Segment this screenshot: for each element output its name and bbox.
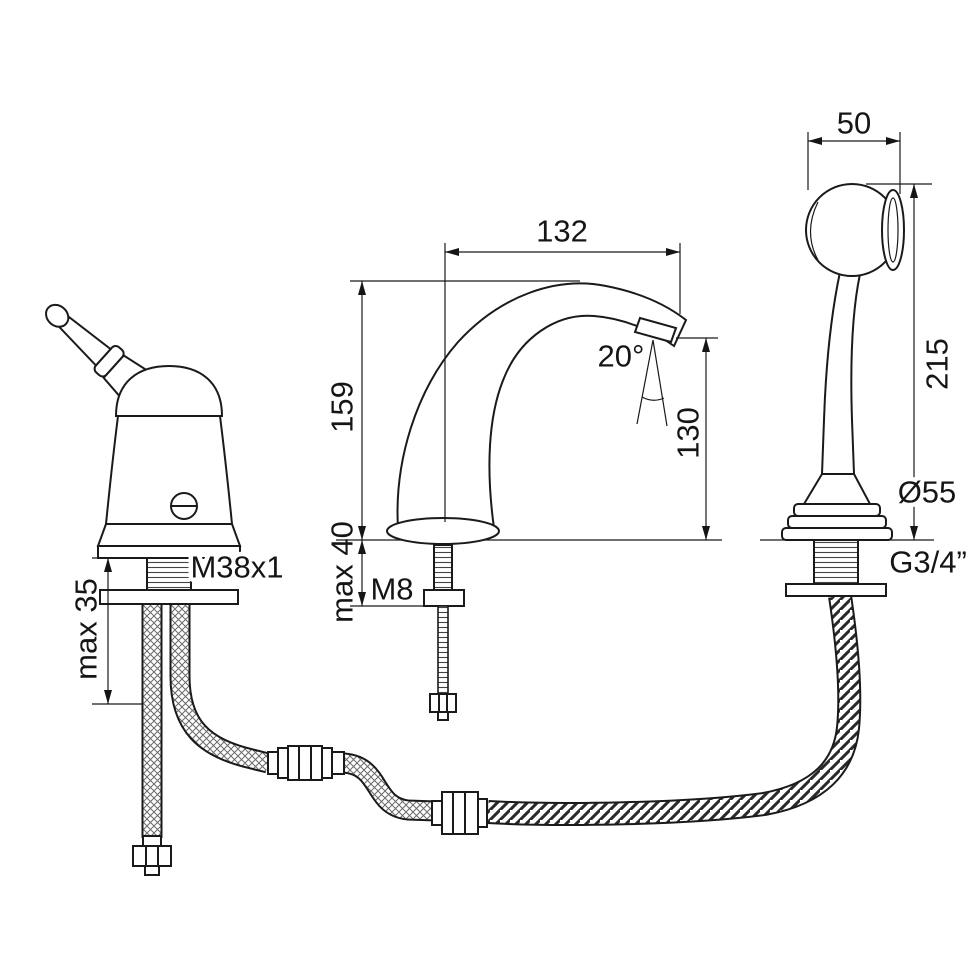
holder-cone [802, 473, 872, 505]
spiral-hose-coil [487, 594, 860, 824]
lever-tip [45, 303, 70, 328]
valve-assembly [45, 303, 242, 605]
dim-label-max-40: max 40 [325, 521, 360, 623]
fitting-collar [331, 751, 345, 775]
hose-braid [342, 754, 437, 820]
handshower-deck-plate [785, 583, 887, 597]
connecting-hose [342, 752, 437, 822]
handshower-face [881, 189, 905, 271]
dimension-outlet-height: 130 [671, 337, 718, 540]
valve-body [104, 415, 234, 525]
nut-tip [144, 865, 160, 876]
label-handshower-hose-thread: G3/4” [889, 545, 967, 580]
dimension-valve-max-deck: max 35 [69, 557, 246, 705]
dimension-handshower-width: 50 [807, 106, 901, 194]
coupling-collar [431, 800, 443, 826]
dimension-handshower-height: 215 [866, 183, 955, 540]
handshower-threaded-shank [813, 539, 859, 585]
spout-fixing-stud-upper [433, 544, 453, 593]
label-valve-thread: M38x1 [190, 550, 283, 585]
holder-ring-mid [787, 515, 887, 529]
angle-ray [652, 339, 668, 427]
shower-spiral-hose [487, 594, 862, 826]
dim-label-132: 132 [536, 214, 588, 249]
spout-fixing-stud-lower [437, 605, 449, 697]
dim-label-159: 159 [325, 381, 360, 433]
spout-assembly [386, 282, 688, 721]
coupling-hex-nut [441, 791, 479, 835]
fitting-hex-nut [287, 745, 323, 781]
fitting-rib [277, 747, 289, 779]
hose-braid [171, 604, 271, 772]
handshower-handle [820, 270, 862, 475]
fitting-rib [321, 747, 333, 779]
hose-end-nut [132, 835, 172, 876]
dim-label-50: 50 [837, 106, 871, 141]
face-inner [887, 197, 899, 263]
valve-dome [114, 364, 224, 417]
label-spout-fixing-thread: M8 [370, 572, 413, 607]
nut-collar [142, 835, 162, 847]
dimension-spout-reach: 132 [444, 214, 681, 522]
fitting-collar [267, 751, 279, 775]
dimension-spout-angle: 20° [598, 339, 668, 427]
dim-label-215: 215 [920, 338, 955, 390]
spout-body [396, 282, 688, 529]
label-handshower-base-diameter: Ø55 [898, 475, 957, 510]
spout-aerator [633, 316, 678, 344]
stud-tip [437, 711, 449, 721]
holder-ring-top [793, 503, 881, 517]
coupling-collar [477, 798, 488, 828]
handshower-assembly [781, 183, 905, 597]
supply-hose-right [169, 604, 271, 774]
valve-deck-plate [99, 589, 239, 605]
dim-label-max-35: max 35 [69, 578, 104, 680]
dim-label-130: 130 [671, 407, 706, 459]
inline-fitting [267, 745, 345, 781]
dimension-spout-max-deck: max 40 [325, 521, 430, 623]
spiral-hose-outline [487, 594, 862, 826]
angle-ray [636, 339, 654, 425]
holder-base-flange [781, 527, 893, 541]
hex-nut [132, 845, 172, 867]
head-contour [809, 201, 819, 261]
valve-skirt [96, 523, 242, 547]
dimension-spout-height: 159 [325, 280, 580, 540]
hose-coupling [431, 791, 488, 835]
valve-threaded-shank [146, 557, 192, 591]
spout-fixing-nut [429, 693, 457, 713]
dim-label-20deg: 20° [598, 339, 645, 374]
angle-arc [641, 396, 665, 401]
spout-base-flange [386, 517, 500, 545]
spout-clamp-plate [423, 589, 465, 607]
